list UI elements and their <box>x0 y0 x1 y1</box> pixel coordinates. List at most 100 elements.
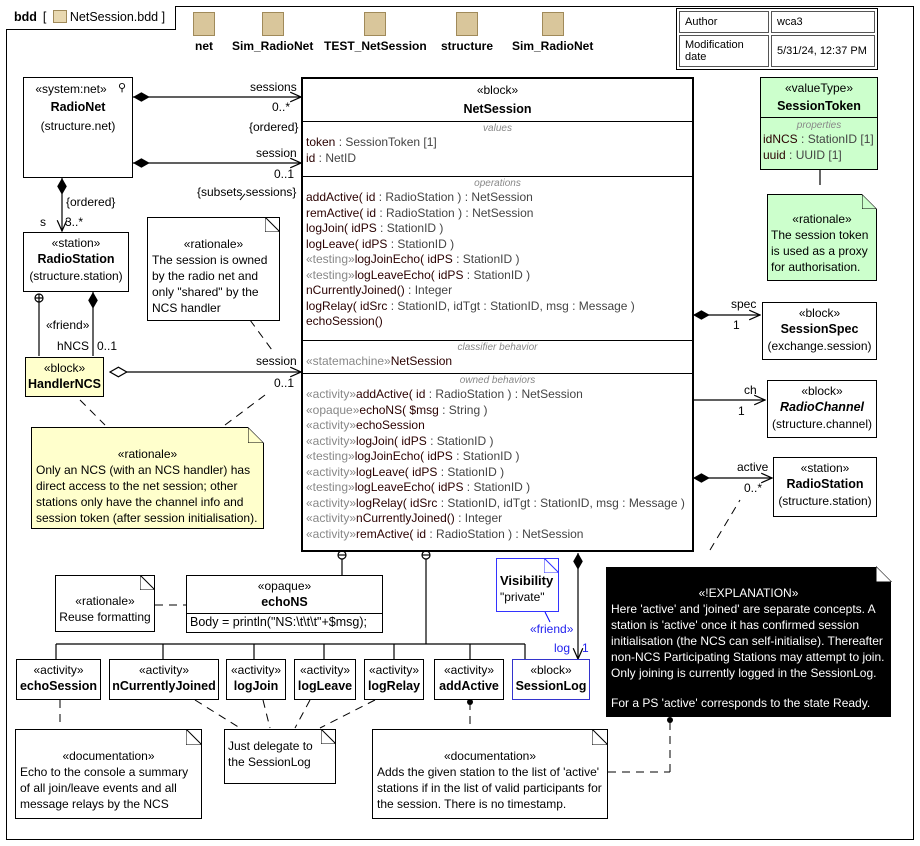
member-row[interactable]: «testing»logLeaveEcho( idPS : StationID … <box>306 267 531 282</box>
note-fold-icon <box>140 575 155 590</box>
member-row[interactable]: «activity»remActive( id : RadioStation )… <box>306 526 584 541</box>
member-row[interactable]: idNCS : StationID [1] <box>763 132 874 146</box>
block-radiostation-active[interactable]: «station» RadioStation (structure.statio… <box>773 457 877 517</box>
diagram-name: NetSession.bdd <box>69 10 159 24</box>
mult-handler-session: 0..1 <box>274 376 295 390</box>
member-row[interactable]: «activity»logJoin( idPS : StationID ) <box>306 433 494 448</box>
operations-compartment: operations addActive( id : RadioStation … <box>303 176 692 340</box>
package-sim-radionet[interactable]: Sim_RadioNet <box>232 12 313 53</box>
member-row[interactable]: «activity»addActive( id : RadioStation )… <box>306 387 583 401</box>
mult-spec: 1 <box>733 318 740 332</box>
block-netsession[interactable]: «block» NetSession values token : Sessio… <box>301 77 694 552</box>
opaque-echons[interactable]: «opaque» echoNS Body = println("NS:\t\t\… <box>186 575 383 633</box>
package-test-netsession[interactable]: TEST_NetSession <box>324 12 427 53</box>
package-net[interactable]: net <box>193 12 215 53</box>
mult-hncs: 0..1 <box>97 339 118 353</box>
note-fold-icon <box>248 427 264 443</box>
block-radiochannel[interactable]: «block» RadioChannel (structure.channel) <box>767 380 877 438</box>
classifier-behavior-compartment: classifier behavior «statemachine»NetSes… <box>303 340 692 373</box>
member-row[interactable]: echoSession() <box>306 314 383 328</box>
note-delegate[interactable]: Just delegate to the SessionLog <box>224 729 336 784</box>
role-s: s <box>40 215 46 229</box>
echons-body: Body = println("NS:\t\t\t"+$msg); <box>187 613 382 630</box>
role-ch: ch <box>744 383 757 397</box>
constraint-ordered-stations: {ordered} <box>66 195 116 209</box>
note-rationale-owned[interactable]: «rationale» The session is owned by the … <box>147 217 280 321</box>
mult-sessions: 0..* <box>272 100 291 114</box>
member-row[interactable]: nCurrentlyJoined() : Integer <box>306 283 453 297</box>
note-fold-icon <box>321 729 336 744</box>
role-active: active <box>737 460 769 474</box>
member-row[interactable]: remActive( id : RadioStation ) : NetSess… <box>306 205 534 220</box>
member-row[interactable]: «testing»logLeaveEcho( idPS : StationID … <box>306 480 531 494</box>
package-sim-radionet-2[interactable]: Sim_RadioNet <box>512 12 593 53</box>
constraint-ordered-sessions: {ordered} <box>249 120 299 134</box>
note-rationale-ncs[interactable]: «rationale» Only an NCS (with an NCS han… <box>31 427 264 529</box>
values-compartment: values token : SessionToken [1]id : NetI… <box>303 121 692 176</box>
member-row[interactable]: «activity»logLeave( idPS : StationID ) <box>306 464 505 479</box>
activity-addactive[interactable]: «activity»addActive <box>434 659 504 700</box>
owned-behaviors-compartment: owned behaviors «activity»addActive( id … <box>303 373 692 545</box>
note-rationale-token[interactable]: «rationale» The session token is used as… <box>767 194 877 281</box>
note-fold-icon <box>265 217 280 232</box>
member-row[interactable]: «activity»nCurrentlyJoined() : Integer <box>306 511 503 525</box>
mult-ch: 1 <box>738 404 745 418</box>
diagram-kind: bdd <box>14 10 37 24</box>
block-handlerncs[interactable]: «block» HandlerNCS <box>25 357 104 397</box>
note-fold-icon <box>592 729 608 745</box>
member-row[interactable]: «testing»logJoinEcho( idPS : StationID ) <box>306 252 520 266</box>
mult-session: 0..1 <box>274 167 295 181</box>
note-fold-icon <box>862 194 877 209</box>
role-session: session <box>256 146 297 160</box>
note-documentation-echo[interactable]: «documentation» Echo to the console a su… <box>15 729 202 819</box>
valuetype-sessiontoken[interactable]: «valueType» SessionToken properties idNC… <box>760 77 878 170</box>
member-row[interactable]: logRelay( idSrc : StationID, idTgt : Sta… <box>306 298 635 313</box>
block-sessionlog[interactable]: «block»SessionLog <box>512 659 590 700</box>
role-hncs: hNCS <box>57 339 90 353</box>
member-row[interactable]: addActive( id : RadioStation ) : NetSess… <box>306 190 533 204</box>
bdd-diagram-icon <box>52 10 67 23</box>
friend-label-log: «friend» <box>530 622 574 636</box>
system-antenna-icon: ⚲ <box>117 82 126 94</box>
role-sessions: sessions <box>250 80 297 94</box>
note-rationale-reuse[interactable]: «rationale» Reuse formatting <box>55 575 155 632</box>
activity-logleave[interactable]: «activity»logLeave <box>294 659 356 700</box>
simulation-icon <box>261 12 284 36</box>
mult-log: 1 <box>582 641 589 655</box>
mult-s: 3..* <box>65 215 84 229</box>
block-radiostation[interactable]: «station» RadioStation (structure.statio… <box>23 232 129 292</box>
member-row[interactable]: «activity»logRelay( idSrc : StationID, i… <box>306 495 685 510</box>
activity-ncurrentlyjoined[interactable]: «activity»nCurrentlyJoined <box>109 659 219 700</box>
package-structure[interactable]: structure <box>441 12 493 53</box>
package-icon <box>193 12 215 36</box>
activity-logjoin[interactable]: «activity»logJoin <box>226 659 286 700</box>
activity-echosession[interactable]: «activity»echoSession <box>16 659 101 700</box>
activity-logrelay[interactable]: «activity»logRelay <box>364 659 424 700</box>
member-row[interactable]: token : SessionToken [1] <box>306 135 437 149</box>
member-row[interactable]: logJoin( idPS : StationID ) <box>306 221 444 235</box>
block-sessionspec[interactable]: «block» SessionSpec (exchange.session) <box>762 302 877 360</box>
note-visibility[interactable]: Visibility "private" <box>496 558 559 612</box>
member-row[interactable]: logLeave( idPS : StationID ) <box>306 236 455 251</box>
role-log: log <box>554 641 571 655</box>
note-documentation-addactive[interactable]: «documentation» Adds the given station t… <box>372 729 608 819</box>
member-row[interactable]: uuid : UUID [1] <box>763 147 842 162</box>
properties-compartment: properties idNCS : StationID [1]uuid : U… <box>761 117 877 165</box>
constraint-subsets: {subsets sessions} <box>197 185 297 199</box>
diagram-frame-tab[interactable]: bdd[ NetSession.bdd ] <box>6 6 177 30</box>
member-row[interactable]: id : NetID <box>306 150 357 165</box>
mult-active: 0..* <box>744 481 763 495</box>
member-row[interactable]: «activity»echoSession <box>306 418 425 432</box>
note-fold-icon <box>186 729 202 745</box>
package-icon <box>456 12 478 36</box>
role-handler-session: session <box>256 354 297 368</box>
note-explanation[interactable]: «!EXPLANATION» Here 'active' and 'joined… <box>606 566 892 717</box>
member-row[interactable]: «testing»logJoinEcho( idPS : StationID ) <box>306 449 520 463</box>
member-row[interactable]: «opaque»echoNS( $msg : String ) <box>306 402 488 417</box>
block-radionet[interactable]: «system:net» ⚲ RadioNet (structure.net) <box>23 77 133 178</box>
classifier-behavior-row[interactable]: «statemachine»NetSession <box>306 354 453 368</box>
